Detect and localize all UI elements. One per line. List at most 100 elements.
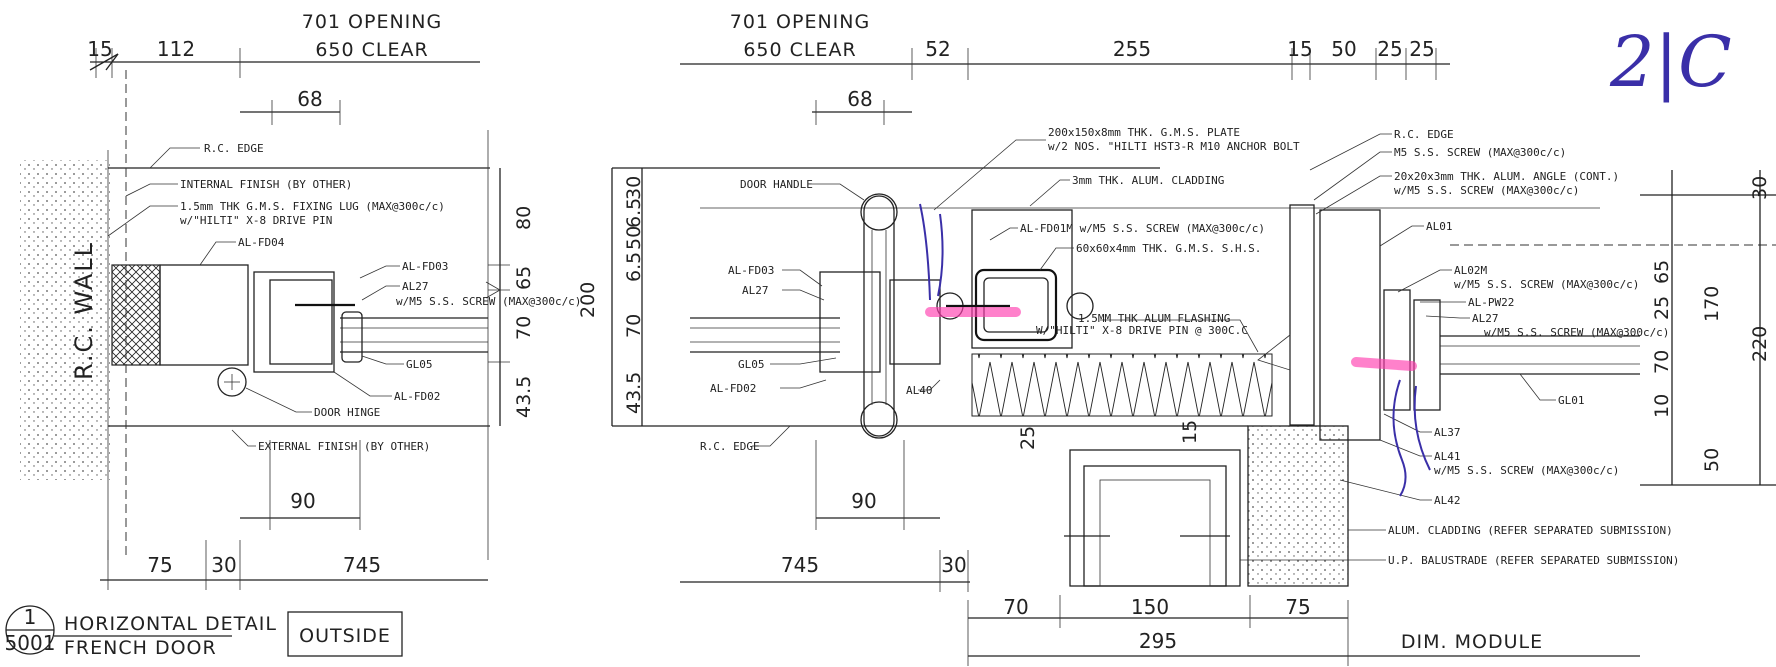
note-external-finish: EXTERNAL FINISH (BY OTHER) (258, 440, 430, 453)
rdim-r-30: 30 (1749, 176, 1771, 200)
outside-box (287, 611, 403, 657)
rdim-43-5: 43.5 (623, 372, 645, 414)
note-cladding: 3mm THK. ALUM. CLADDING (1072, 174, 1224, 187)
right-dim-255: 255 (1113, 37, 1151, 61)
right-dim-90: 90 (851, 489, 876, 513)
title-line2: FRENCH DOOR (64, 637, 217, 659)
note-al41-screw: w/M5 S.S. SCREW (MAX@300c/c) (1434, 464, 1619, 477)
rdim-6-5b: 6.5 (623, 252, 645, 282)
right-dim-30: 30 (941, 553, 966, 577)
note-plate-1: 200x150x8mm THK. G.M.S. PLATE (1048, 126, 1240, 139)
left-dim-65: 65 (513, 266, 535, 290)
right-opening-label: 701 OPENING (730, 11, 870, 33)
note-flashing-2: W/"HILTI" X-8 DRIVE PIN @ 300C.C (1036, 324, 1248, 337)
rdim-30: 30 (623, 176, 645, 200)
rdim-r-70: 70 (1651, 350, 1673, 374)
note-door-hinge: DOOR HINGE (314, 406, 380, 419)
note-al-fd01m: AL-FD01M w/M5 S.S. SCREW (MAX@300c/c) (1020, 222, 1265, 235)
right-dim-15: 15 (1287, 37, 1312, 61)
handwriting-mark: 2|C (1609, 21, 1732, 103)
note-door-handle: DOOR HANDLE (740, 178, 813, 191)
rdim-r-50: 50 (1701, 448, 1723, 472)
left-dim-68: 68 (297, 87, 322, 111)
rc-wall: R.C. WALL (20, 160, 161, 480)
cladding-dotted-area (1248, 426, 1348, 586)
sheet-number: 5001 (5, 631, 56, 655)
note-shs: 60x60x4mm THK. G.M.S. S.H.S. (1076, 242, 1261, 255)
note-al02m: AL02M (1454, 264, 1487, 277)
dim-module-label: DIM. MODULE (1401, 631, 1543, 653)
al-fd03-profile (819, 271, 881, 373)
right-note-al-fd02: AL-FD02 (710, 382, 756, 395)
pen-stroke-2 (1392, 379, 1407, 497)
right-dim-295: 295 (1139, 629, 1177, 653)
rdim-r-10: 10 (1651, 394, 1673, 418)
right-dim-745: 745 (781, 553, 819, 577)
right-note-al27: AL27 (742, 284, 769, 297)
wall-hatch (111, 264, 161, 366)
rdim-r-220: 220 (1749, 326, 1771, 362)
left-dim-15: 15 (87, 37, 112, 61)
left-detail: 15 112 701 OPENING 650 CLEAR 68 R.C. WAL… (20, 11, 581, 590)
title-line1: HORIZONTAL DETAIL (64, 613, 277, 635)
cladding-box (971, 209, 1073, 349)
magenta-highlight-right (1351, 357, 1417, 371)
note-fixing-lug-2: w/"HILTI" X-8 DRIVE PIN (180, 214, 332, 227)
left-opening-label: 701 OPENING (302, 11, 442, 33)
right-note-rc-edge-left: R.C. EDGE (700, 440, 760, 453)
right-dim-50: 50 (1331, 37, 1356, 61)
left-note-screw: w/M5 S.S. SCREW (MAX@300c/c) (396, 295, 581, 308)
note-angle-2: w/M5 S.S. SCREW (MAX@300c/c) (1394, 184, 1579, 197)
right-dim-150: 150 (1131, 595, 1169, 619)
pen-stroke-1 (919, 203, 931, 301)
note-fixing-lug-1: 1.5mm THK G.M.S. FIXING LUG (MAX@300c/c) (180, 200, 445, 213)
left-note-gl05: GL05 (406, 358, 433, 371)
note-al42: AL42 (1434, 494, 1461, 507)
note-m5-screw: M5 S.S. SCREW (MAX@300c/c) (1394, 146, 1566, 159)
right-note-gl05: GL05 (738, 358, 765, 371)
title-block: 1 5001 HORIZONTAL DETAIL FRENCH DOOR OUT… (5, 605, 403, 659)
rdim-50: 50 (623, 226, 645, 250)
left-dim-112: 112 (157, 37, 195, 61)
handwritten-markup: 2|C (919, 21, 1732, 497)
note-al27-screw: w/M5 S.S. SCREW (MAX@300c/c) (1484, 326, 1669, 339)
note-al40: AL40 (906, 384, 933, 397)
insulation (971, 353, 1273, 417)
left-dim-43-5: 43.5 (513, 376, 535, 418)
note-al41: AL41 (1434, 450, 1461, 463)
left-note-al-fd02: AL-FD02 (394, 390, 440, 403)
note-balustrade: U.P. BALUSTRADE (REFER SEPARATED SUBMISS… (1388, 554, 1679, 567)
note-alum-cladding: ALUM. CLADDING (REFER SEPARATED SUBMISSI… (1388, 524, 1673, 537)
al-fd04-profile (159, 264, 249, 366)
right-dim-75: 75 (1285, 595, 1310, 619)
right-dim-52: 52 (925, 37, 950, 61)
rdim-70: 70 (623, 314, 645, 338)
rdim-6-5a: 6.5 (623, 198, 645, 228)
left-note-rc-edge: R.C. EDGE (204, 142, 264, 155)
rdim-200: 200 (577, 282, 599, 318)
outside-label: OUTSIDE (299, 625, 391, 647)
right-dim-25b: 25 (1409, 37, 1434, 61)
left-note-al-fd04: AL-FD04 (238, 236, 285, 249)
note-al-pw22: AL-PW22 (1468, 296, 1514, 309)
rdim-r-25: 25 (1651, 296, 1673, 320)
right-dim-25-small: 25 (1017, 426, 1039, 450)
right-dim-68: 68 (847, 87, 872, 111)
left-dim-90: 90 (290, 489, 315, 513)
left-clear-label: 650 CLEAR (315, 39, 428, 61)
right-dim-70b: 70 (1003, 595, 1028, 619)
left-dim-80: 80 (513, 206, 535, 230)
left-note-al27: AL27 (402, 280, 429, 293)
up-balustrade (1069, 449, 1241, 587)
door-handle (863, 195, 895, 437)
left-dim-30: 30 (211, 553, 236, 577)
right-dim-25a: 25 (1377, 37, 1402, 61)
note-al01: AL01 (1426, 220, 1453, 233)
left-note-al-fd03: AL-FD03 (402, 260, 448, 273)
right-dim-15-small: 15 (1179, 420, 1201, 444)
left-dim-75: 75 (147, 553, 172, 577)
note-gl01: GL01 (1558, 394, 1585, 407)
note-internal-finish: INTERNAL FINISH (BY OTHER) (180, 178, 352, 191)
note-plate-2: w/2 NOS. "HILTI HST3-R M10 ANCHOR BOLT (1048, 140, 1300, 153)
